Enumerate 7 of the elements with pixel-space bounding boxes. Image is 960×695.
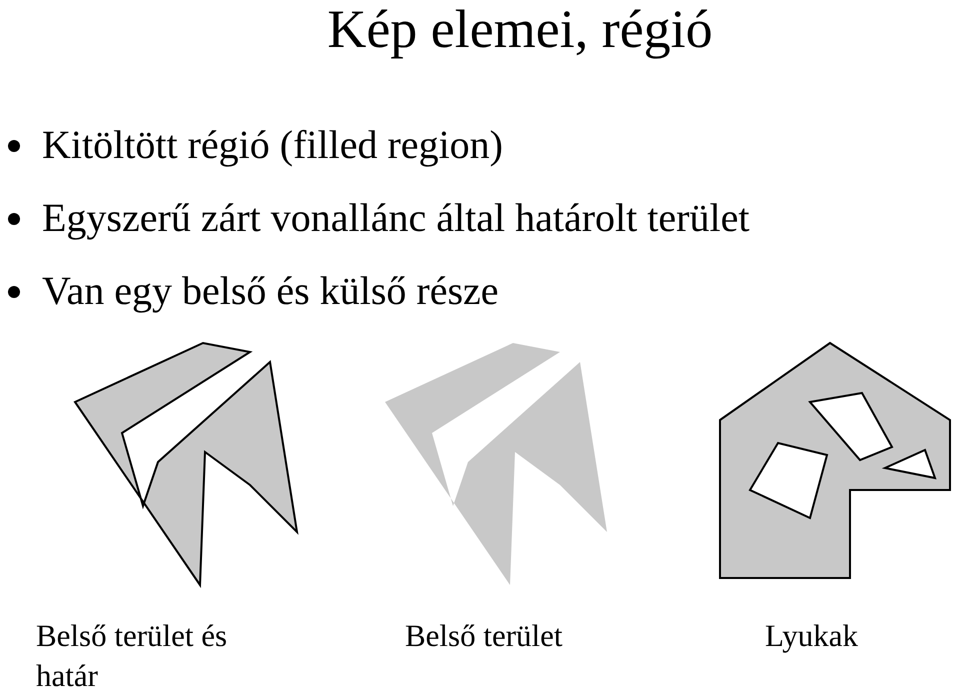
caption: Lyukak: [765, 617, 858, 655]
caption: Belső terület: [405, 617, 563, 655]
bullet-text: Kitöltött régió (filled region): [42, 108, 750, 181]
slide-title: Kép elemei, régió: [326, 0, 714, 60]
caption: Belső terület és határ: [36, 617, 228, 695]
bullet-text: Van egy belső és külső része: [42, 254, 750, 327]
bullet-text: Egyszerű zárt vonallánc által határolt terület: [42, 181, 750, 254]
